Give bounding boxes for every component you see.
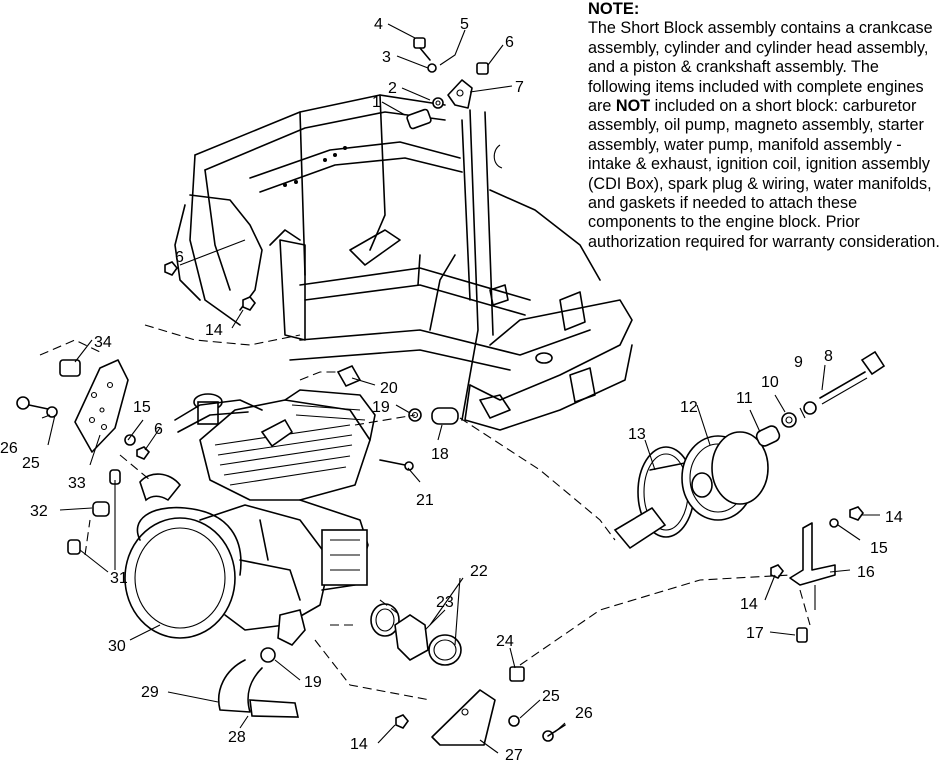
upper-mount-hardware <box>406 37 489 130</box>
callout-22: 22 <box>470 563 488 580</box>
engine-assembly <box>124 389 376 646</box>
callout-24: 24 <box>496 633 514 650</box>
callout-16: 16 <box>857 564 875 581</box>
left-mount-nuts <box>164 261 257 311</box>
callout-20: 20 <box>380 380 398 397</box>
callout-14a: 14 <box>205 322 223 339</box>
callout-27: 27 <box>505 747 523 761</box>
callout-3: 3 <box>382 49 391 66</box>
note-title: NOTE: <box>588 0 640 18</box>
callout-6b: 6 <box>175 249 184 266</box>
callout-14b: 14 <box>885 509 903 526</box>
callout-8: 8 <box>824 348 833 365</box>
note-text-after: included on a short block: carburetor as… <box>588 97 940 251</box>
callout-13: 13 <box>628 426 646 443</box>
callout-31: 31 <box>110 570 128 587</box>
callout-15b: 15 <box>870 540 888 557</box>
callout-7: 7 <box>515 79 524 96</box>
callout-15a: 15 <box>133 399 151 416</box>
callout-28: 28 <box>228 729 246 746</box>
callout-19b: 19 <box>304 674 322 691</box>
callout-29: 29 <box>141 684 159 701</box>
callout-33: 33 <box>68 475 86 492</box>
callout-5: 5 <box>460 16 469 33</box>
callout-32: 32 <box>30 503 48 520</box>
callout-19a: 19 <box>372 399 390 416</box>
note-text-before: The Short Block assembly contains a cran… <box>588 19 933 116</box>
callout-18: 18 <box>431 446 449 463</box>
leader-lines <box>39 23 880 754</box>
sensor-and-sleeve-parts <box>336 364 459 471</box>
callout-6a: 6 <box>505 34 514 51</box>
right-mount-bracket <box>770 506 865 643</box>
callout-6c: 6 <box>154 421 163 438</box>
callout-25a: 25 <box>22 455 40 472</box>
callout-14c: 14 <box>740 596 758 613</box>
short-block-note: NOTE: The Short Block assembly contains … <box>588 0 943 252</box>
callout-11: 11 <box>736 390 753 407</box>
note-body: The Short Block assembly contains a cran… <box>588 19 943 252</box>
callout-25b: 25 <box>542 688 560 705</box>
callout-1: 1 <box>372 94 381 111</box>
callout-labels: 1 2 3 4 5 6 7 6 14 34 20 8 9 10 11 12 15… <box>0 16 903 761</box>
callout-34: 34 <box>94 334 112 351</box>
callout-4: 4 <box>374 16 383 33</box>
drive-clutch-parts <box>613 350 886 550</box>
frame-chassis <box>174 94 633 431</box>
bracket-33 <box>16 359 151 460</box>
callout-10: 10 <box>761 374 779 391</box>
callout-17: 17 <box>746 625 764 642</box>
callout-26b: 26 <box>575 705 593 722</box>
lower-parts <box>67 469 566 746</box>
callout-30: 30 <box>108 638 126 655</box>
callout-26a: 26 <box>0 440 18 457</box>
callout-9: 9 <box>794 354 803 371</box>
note-emphasis: NOT <box>615 97 651 116</box>
callout-21: 21 <box>416 492 434 509</box>
callout-2: 2 <box>388 80 397 97</box>
callout-23: 23 <box>436 594 454 611</box>
callout-14d: 14 <box>350 736 368 753</box>
callout-12: 12 <box>680 399 698 416</box>
